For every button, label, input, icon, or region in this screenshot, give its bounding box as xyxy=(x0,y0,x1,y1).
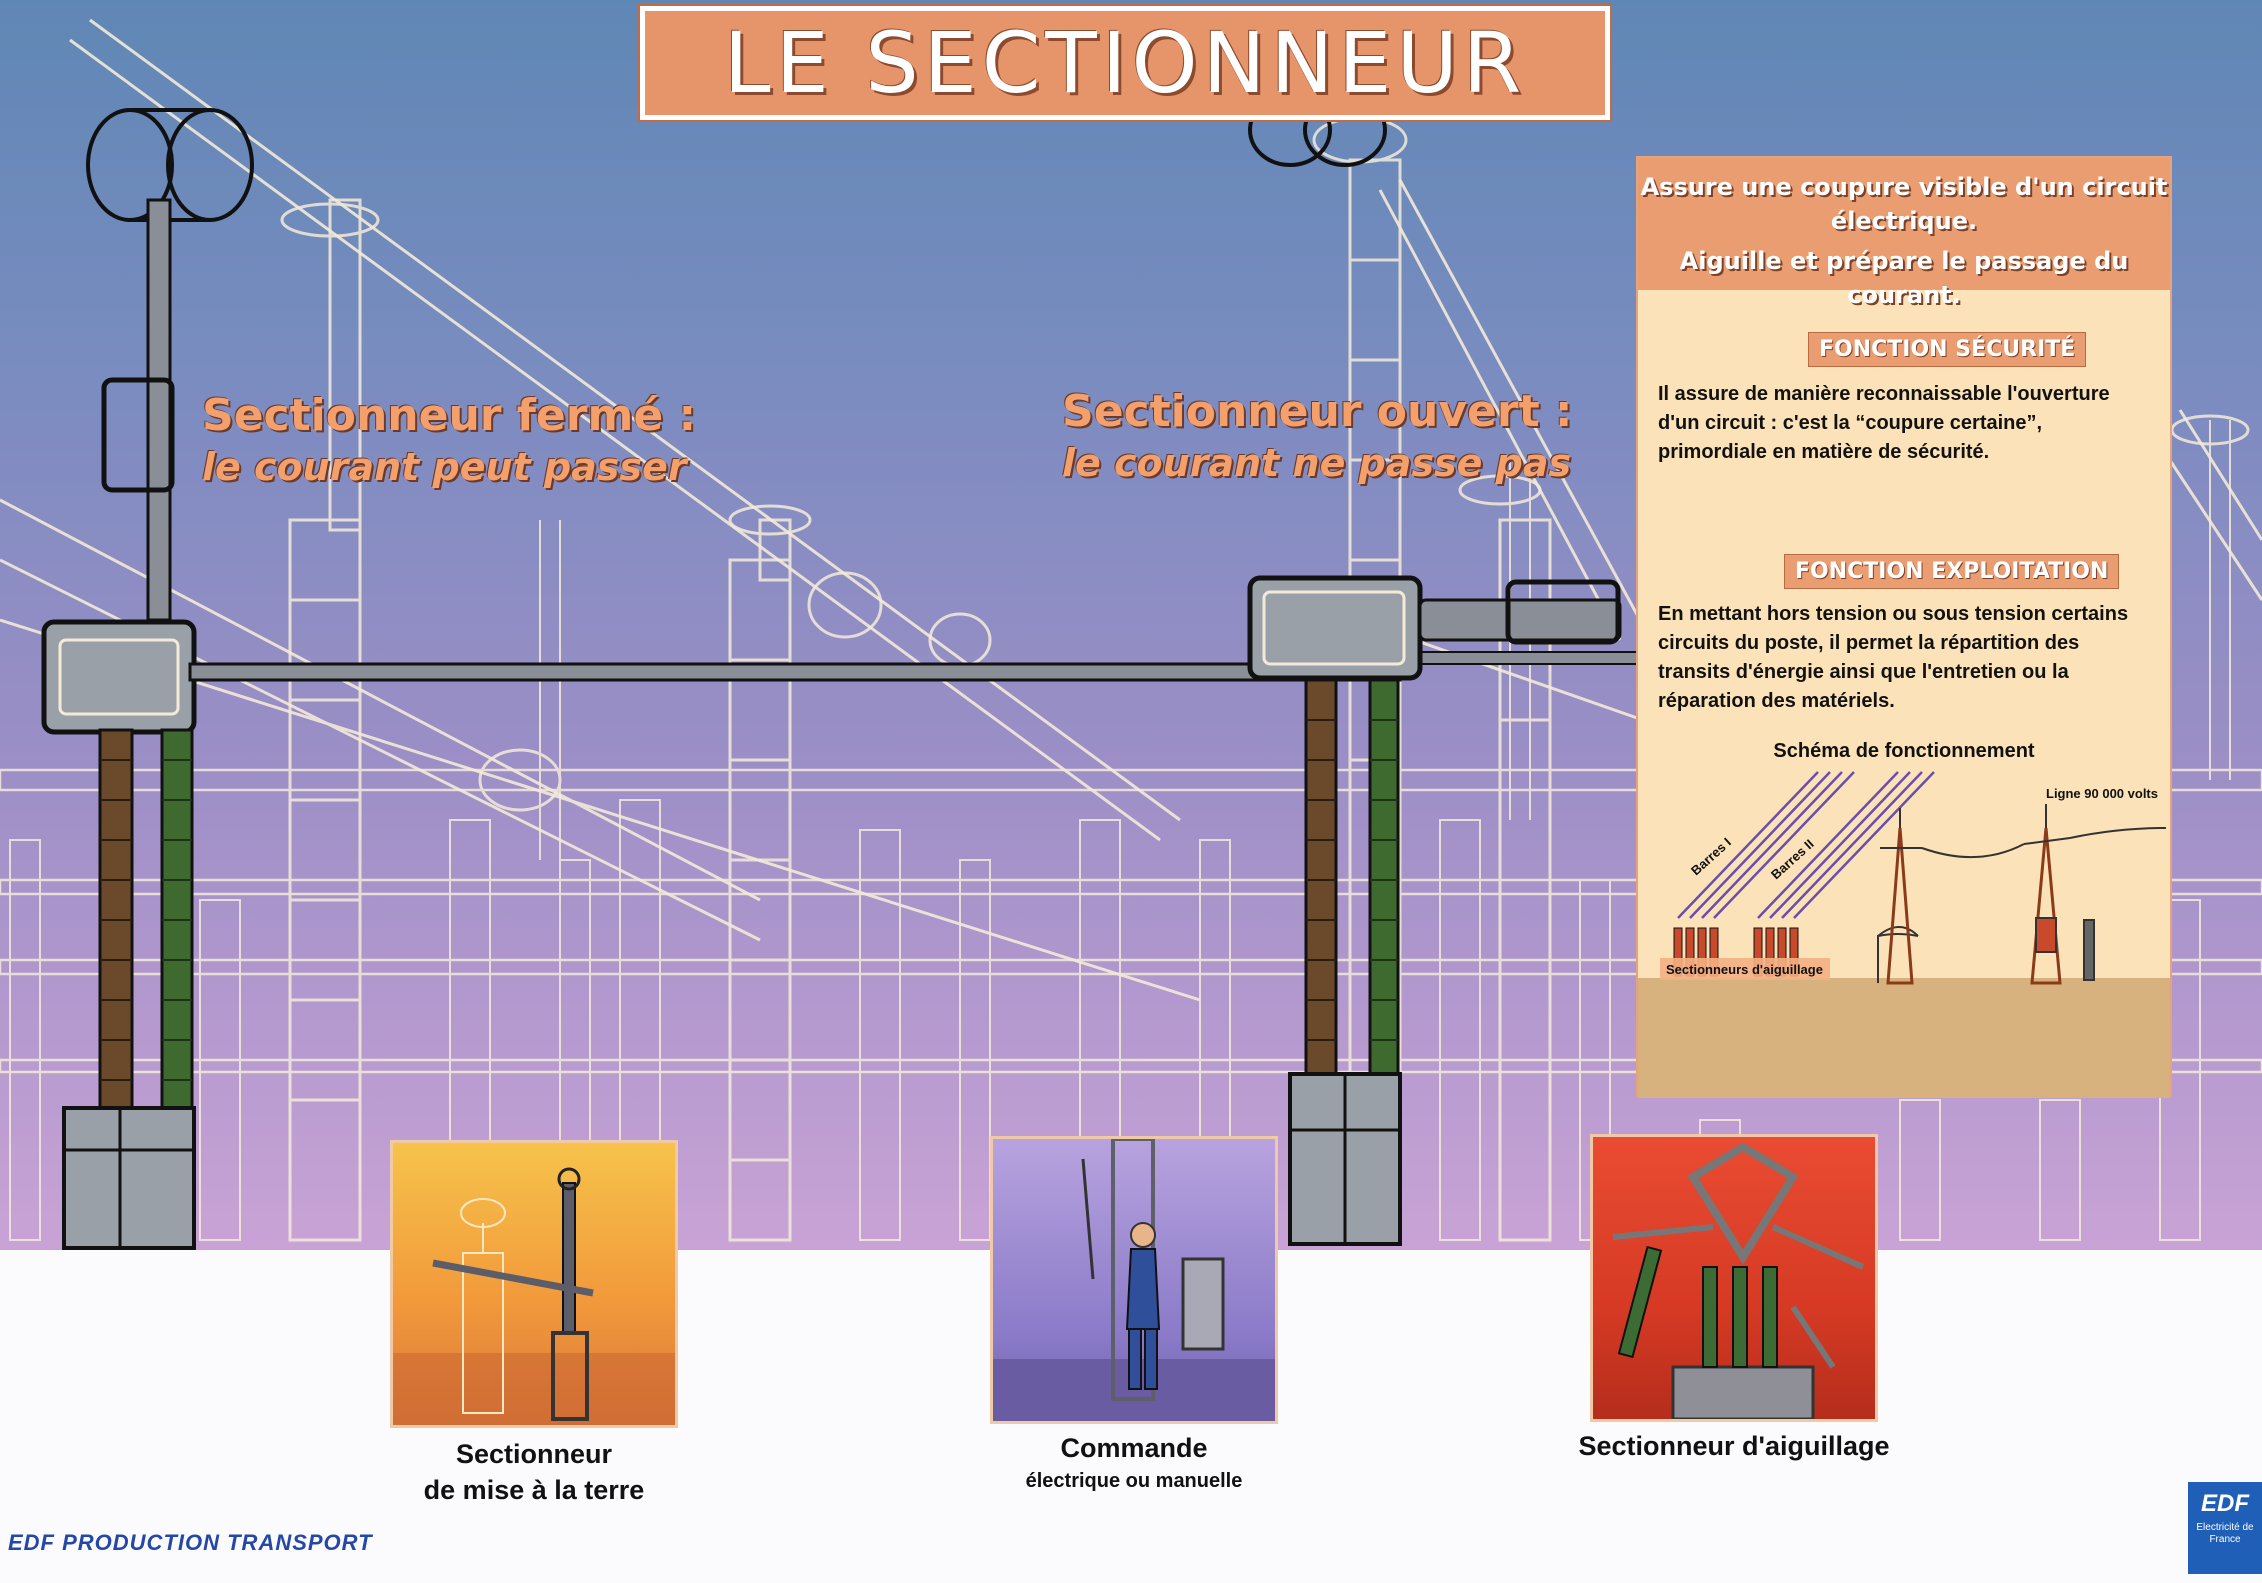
schema-pylons xyxy=(1877,804,2167,985)
exploitation-section-title: FONCTION EXPLOITATION xyxy=(1784,554,2120,589)
info-panel: Assure une coupure visible d'un circuit … xyxy=(1636,156,2172,1098)
photo-earthing-switch xyxy=(390,1140,678,1428)
photo-switching-disconnector xyxy=(1590,1134,1878,1422)
caption-open-subtitle: le courant ne passe pas xyxy=(1062,441,1572,485)
panel-header: Assure une coupure visible d'un circuit … xyxy=(1638,158,2170,309)
closed-disconnector xyxy=(41,108,254,1250)
schema-label-bg xyxy=(1660,958,1830,980)
photo-caption-switching: Sectionneur d'aiguillage xyxy=(1534,1428,1934,1464)
exploitation-section-body: En mettant hors tension ou sous tension … xyxy=(1658,603,2129,712)
edf-logo-subtext: Electricité de France xyxy=(2196,1522,2254,1545)
overhead-lines xyxy=(0,18,2262,1002)
photo-caption-earthing: Sectionneur de mise à la terre xyxy=(374,1436,694,1508)
cable-to-panel xyxy=(1399,651,1641,665)
schema-title: Schéma de fonctionnement xyxy=(1773,740,2035,762)
caption-closed-title: Sectionneur fermé : xyxy=(202,390,697,441)
edf-logo: EDF Electricité de France xyxy=(2188,1482,2262,1574)
footer-company: EDF PRODUCTION TRANSPORT xyxy=(8,1530,373,1555)
panel-header-line1: Assure une coupure visible d'un circuit … xyxy=(1640,173,2168,235)
poster-title: LE SECTIONNEUR xyxy=(640,6,1610,120)
security-section-body: Il assure de manière reconnaissable l'ou… xyxy=(1658,383,2110,463)
caption-closed-subtitle: le courant peut passer xyxy=(202,445,687,489)
schema-label-ligne: Ligne 90 000 volts xyxy=(2046,786,2158,801)
schema-busbars xyxy=(1677,771,1935,919)
photo-caption-control-line1: Commande xyxy=(1060,1433,1208,1463)
caption-closed: Sectionneur fermé : le courant peut pass… xyxy=(202,390,696,489)
caption-open: Sectionneur ouvert : le courant ne passe… xyxy=(1062,386,1573,485)
photo-caption-control-line2: électrique ou manuelle xyxy=(1025,1470,1243,1492)
edf-logo-text: EDF xyxy=(2201,1490,2249,1517)
photo-caption-control: Commande électrique ou manuelle xyxy=(974,1430,1294,1496)
lattice-gantries xyxy=(0,116,2262,1242)
caption-open-title: Sectionneur ouvert : xyxy=(1062,386,1573,437)
photo-control-operator xyxy=(990,1136,1278,1424)
schema-label-sectionneurs: Sectionneurs d'aiguillage xyxy=(1666,962,1823,977)
schema-disconnectors xyxy=(1673,927,1799,977)
panel-header-line2: Aiguille et prépare le passage du couran… xyxy=(1679,247,2129,309)
drive-rod xyxy=(188,662,1402,682)
photo-caption-switching-line1: Sectionneur d'aiguillage xyxy=(1578,1431,1890,1461)
schema-label-barres1: Barres I xyxy=(1688,835,1734,879)
security-section-title: FONCTION SÉCURITÉ xyxy=(1808,332,2087,367)
schema-ground xyxy=(1638,978,2170,1098)
photo-caption-earthing-line2: de mise à la terre xyxy=(423,1475,645,1505)
schema-diagram: Barres I Barres II Ligne 90 000 volts Se… xyxy=(1638,771,2170,1098)
photo-caption-earthing-line1: Sectionneur xyxy=(455,1439,613,1469)
